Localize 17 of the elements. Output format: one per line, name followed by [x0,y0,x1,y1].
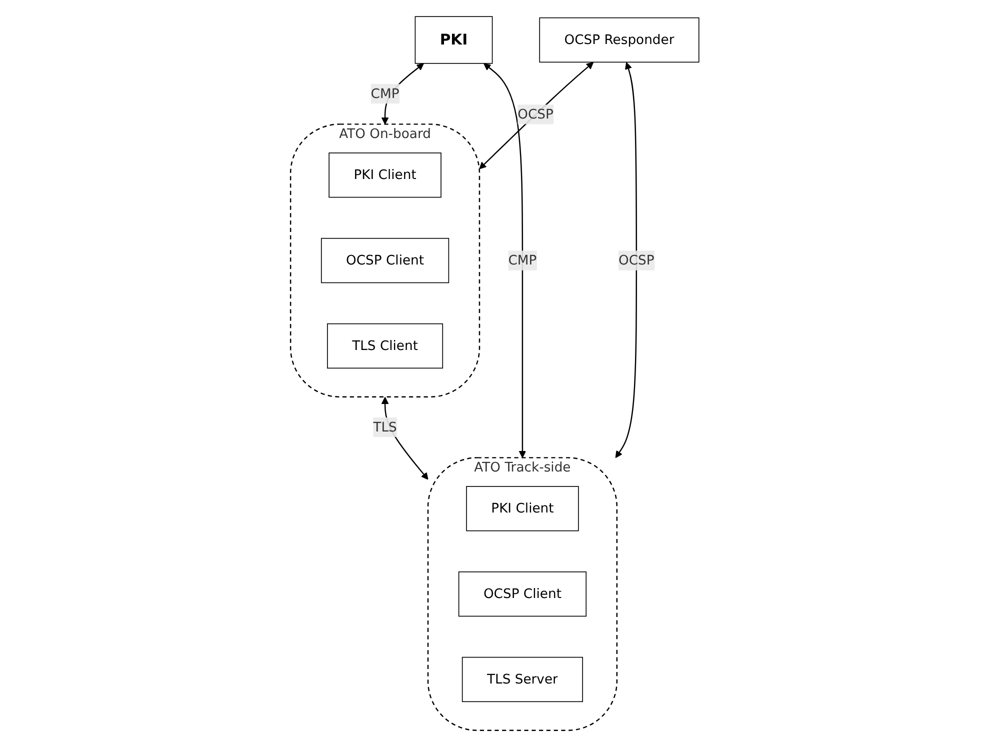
edge-label: CMP [508,252,536,268]
arrow [381,396,428,480]
node-box: OCSP Client [320,238,449,284]
node-box: PKI Client [466,486,579,532]
arrow [615,62,637,458]
node-box: TLS Server [462,656,583,702]
node-box: OCSP Client [458,571,586,617]
arrow [483,63,526,458]
node-box: OCSP Responder [538,17,700,63]
arrow [478,62,594,170]
edge-label: TLS [372,419,397,435]
edge-label: CMP [370,86,400,102]
node-box: PKI [414,16,492,64]
node-box: PKI Client [328,152,442,198]
edge-label: OCSP [517,106,554,122]
node-box: TLS Client [326,323,443,369]
edge-label: OCSP [618,252,654,268]
